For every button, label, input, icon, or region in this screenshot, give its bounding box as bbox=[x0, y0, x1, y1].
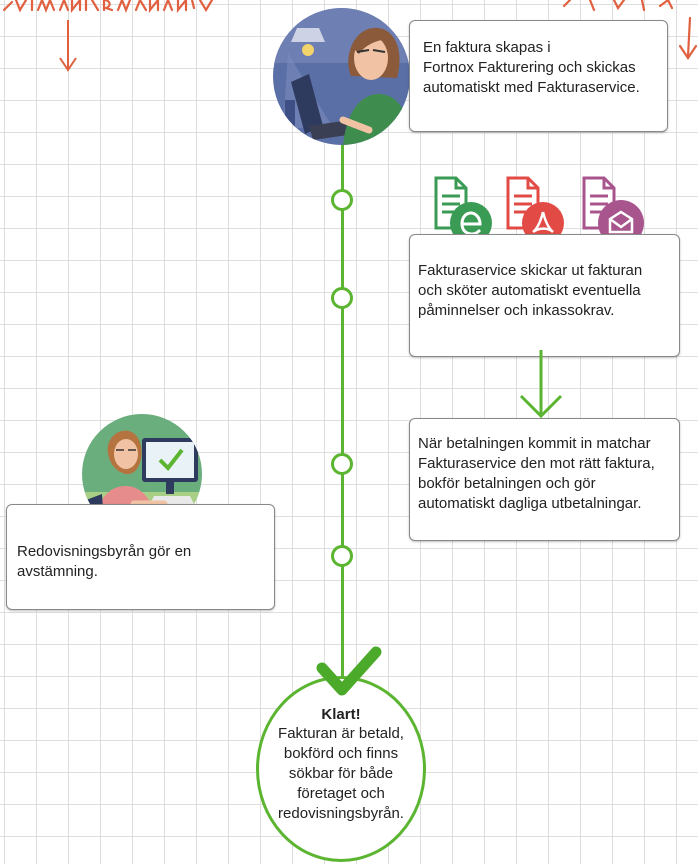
step-2-box: Fakturaservice skickar ut fakturan och s… bbox=[409, 234, 680, 357]
timeline-line bbox=[341, 140, 344, 698]
final-result-circle: Klart! Fakturan är betald, bokförd och f… bbox=[256, 676, 426, 862]
checkmark-icon bbox=[316, 646, 382, 696]
step-2-line-2: och sköter automatiskt eventuella bbox=[418, 282, 641, 299]
invoice-creator-illustration bbox=[273, 8, 410, 145]
down-arrow-right bbox=[678, 16, 698, 60]
step-3-line-3: bokför betalningen och gör bbox=[418, 475, 596, 492]
step-3-line-4: automatiskt dagliga utbetalningar. bbox=[418, 495, 642, 512]
step-4-line-1: Redovisningsbyrån gör en bbox=[17, 543, 192, 560]
final-line-2: bokförd och finns bbox=[283, 745, 399, 762]
pdf-invoice-icon bbox=[506, 176, 564, 244]
final-title: Klart! bbox=[321, 706, 361, 723]
timeline-node-1 bbox=[331, 189, 353, 211]
step-2-line-3: påminnelser och inkassokrav. bbox=[418, 302, 615, 319]
final-line-1: Fakturan är betald, bbox=[278, 725, 404, 742]
step-4-box: Redovisningsbyrån gör en avstämning. bbox=[6, 504, 275, 610]
final-line-3: sökbar för både bbox=[288, 765, 394, 782]
step-3-box: När betalningen kommit in matchar Faktur… bbox=[409, 418, 680, 541]
step-4-line-2: avstämning. bbox=[17, 563, 98, 580]
top-right-handwriting bbox=[562, 0, 698, 60]
timeline-node-4 bbox=[331, 545, 353, 567]
step-2-line-1: Fakturaservice skickar ut fakturan bbox=[418, 262, 643, 279]
down-arrow-left bbox=[59, 20, 77, 72]
final-line-4: företaget och bbox=[297, 785, 385, 802]
step-1-line-3: automatiskt med Fakturaservice. bbox=[423, 79, 640, 96]
final-line-5: redovisningsbyrån. bbox=[278, 805, 404, 822]
timeline-node-3 bbox=[331, 453, 353, 475]
timeline-node-2 bbox=[331, 287, 353, 309]
step-1-line-1: En faktura skapas i bbox=[423, 39, 551, 56]
arrow-down-icon bbox=[519, 350, 563, 419]
step-1-line-2: Fortnox Fakturering och skickas bbox=[423, 59, 636, 76]
step-3-line-1: När betalningen kommit in matchar bbox=[418, 435, 651, 452]
top-left-handwriting bbox=[2, 0, 214, 72]
step-3-line-2: Fakturaservice den mot rätt faktura, bbox=[418, 455, 655, 472]
e-invoice-icon bbox=[434, 176, 492, 244]
step-1-box: En faktura skapas i Fortnox Fakturering … bbox=[409, 20, 668, 132]
